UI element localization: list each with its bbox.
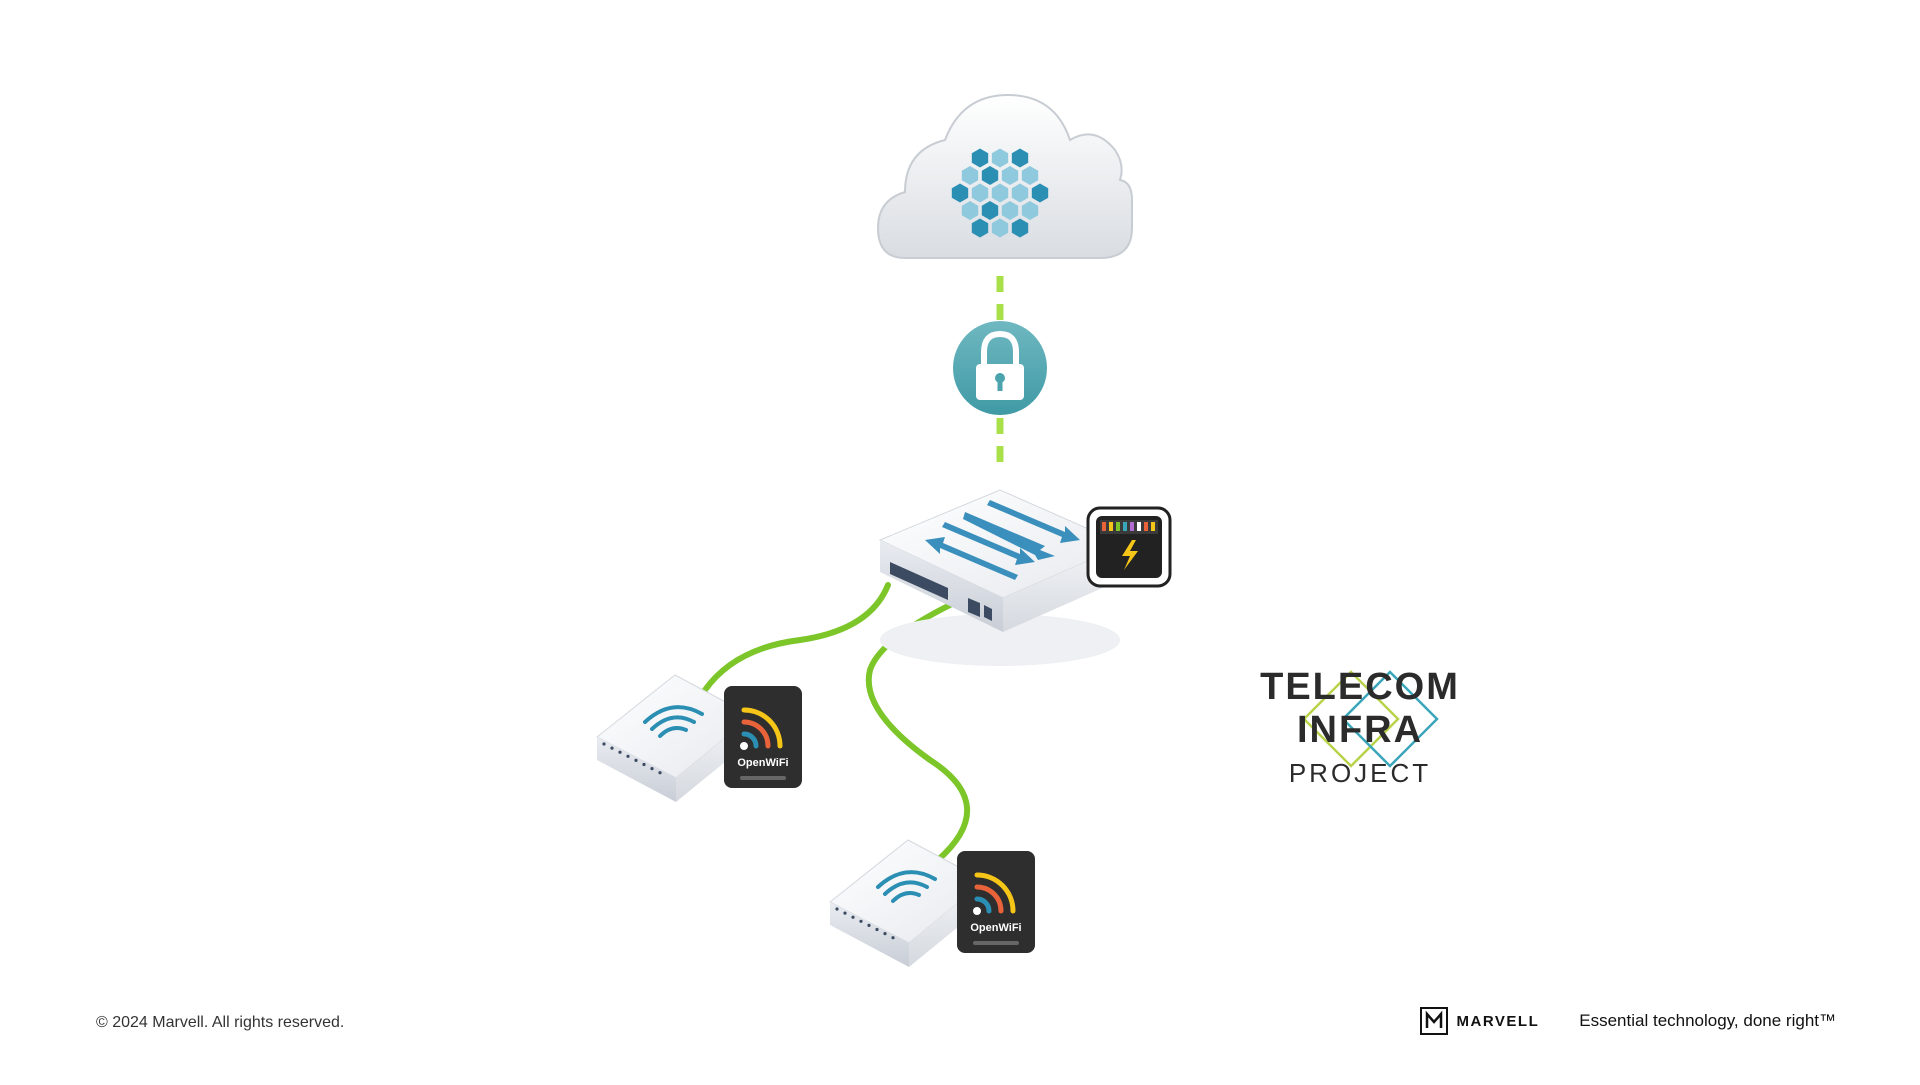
vent-hole bbox=[650, 767, 654, 771]
hexagon-cell bbox=[971, 148, 989, 168]
openwifi-label: OpenWiFi bbox=[737, 757, 788, 769]
tip-wordmark: TELECOM INFRA PROJECT bbox=[1200, 660, 1520, 789]
wifi-icon bbox=[643, 705, 704, 738]
hexagon-cell bbox=[991, 183, 1009, 203]
hexagon-cell bbox=[961, 201, 979, 220]
vent-hole bbox=[883, 932, 887, 936]
vent-hole bbox=[618, 750, 622, 754]
cloud-icon bbox=[876, 93, 1133, 259]
hexagon-cell bbox=[951, 183, 969, 203]
hexagon-cell bbox=[1001, 166, 1019, 185]
vent-hole bbox=[602, 742, 606, 746]
hexagon-cell bbox=[991, 218, 1009, 238]
vent-hole bbox=[851, 915, 855, 919]
tip-logo-icon bbox=[1302, 670, 1439, 768]
vent-hole bbox=[610, 746, 614, 750]
poe-pin bbox=[1116, 522, 1120, 531]
vent-hole bbox=[658, 771, 662, 775]
poe-pin bbox=[1102, 522, 1106, 531]
vent-hole bbox=[867, 923, 871, 928]
footer-brand: MARVELL Essential technology, done right… bbox=[1419, 1006, 1836, 1036]
hexagon-cell bbox=[981, 166, 999, 185]
hexagon-cell bbox=[1021, 166, 1039, 185]
hexagon-cell bbox=[961, 166, 979, 185]
hexagon-cell bbox=[981, 201, 999, 220]
tagline: Essential technology, done right™ bbox=[1579, 1011, 1836, 1030]
marvell-logo: MARVELL bbox=[1419, 1006, 1540, 1036]
ap-vents bbox=[602, 742, 662, 775]
poe-pin bbox=[1123, 522, 1127, 531]
switch-arrows-icon bbox=[925, 500, 1080, 580]
openwifi-signal-icon bbox=[741, 707, 783, 749]
vent-hole bbox=[642, 762, 646, 767]
tip-subtitle: PROJECT bbox=[1288, 758, 1432, 788]
vent-hole bbox=[634, 758, 638, 763]
hexagon-cell bbox=[1031, 183, 1049, 203]
vent-hole bbox=[835, 907, 839, 911]
hexagon-cell bbox=[971, 218, 989, 238]
lightning-icon bbox=[1122, 540, 1138, 570]
poe-port-badge bbox=[1086, 506, 1172, 588]
wifi-icon bbox=[876, 870, 937, 903]
openwifi-signal-icon bbox=[974, 872, 1016, 914]
marvell-wordmark: MARVELL bbox=[1456, 1012, 1540, 1030]
switch-ports bbox=[890, 562, 992, 621]
openwifi-label: OpenWiFi bbox=[970, 922, 1021, 934]
hexagon-cell bbox=[971, 183, 989, 203]
vent-hole bbox=[891, 936, 895, 940]
hexagon-cell bbox=[1021, 201, 1039, 220]
tip-title: TELECOM INFRA bbox=[1260, 666, 1460, 751]
hexagon-cell bbox=[1011, 148, 1029, 168]
hexagon-cluster-icon bbox=[951, 148, 1049, 238]
openwifi-badge-2: OpenWiFi bbox=[957, 851, 1035, 953]
poe-pin bbox=[1151, 522, 1155, 531]
openwifi-badge-1: OpenWiFi bbox=[724, 686, 802, 788]
hexagon-cell bbox=[991, 148, 1009, 168]
vent-hole bbox=[859, 919, 863, 923]
lock-icon bbox=[953, 321, 1047, 415]
hexagon-cell bbox=[1001, 201, 1019, 220]
ap-vents bbox=[835, 907, 895, 940]
hexagon-cell bbox=[1011, 218, 1029, 238]
vent-hole bbox=[875, 927, 879, 932]
poe-pin bbox=[1130, 522, 1134, 531]
copyright-text: © 2024 Marvell. All rights reserved. bbox=[96, 1014, 345, 1031]
hexagon-cell bbox=[1011, 183, 1029, 203]
vent-hole bbox=[626, 754, 630, 758]
poe-pin bbox=[1137, 522, 1141, 531]
poe-pin bbox=[1144, 522, 1148, 531]
marvell-logo-icon bbox=[1419, 1007, 1448, 1035]
vent-hole bbox=[843, 911, 847, 915]
poe-pin bbox=[1109, 522, 1113, 531]
